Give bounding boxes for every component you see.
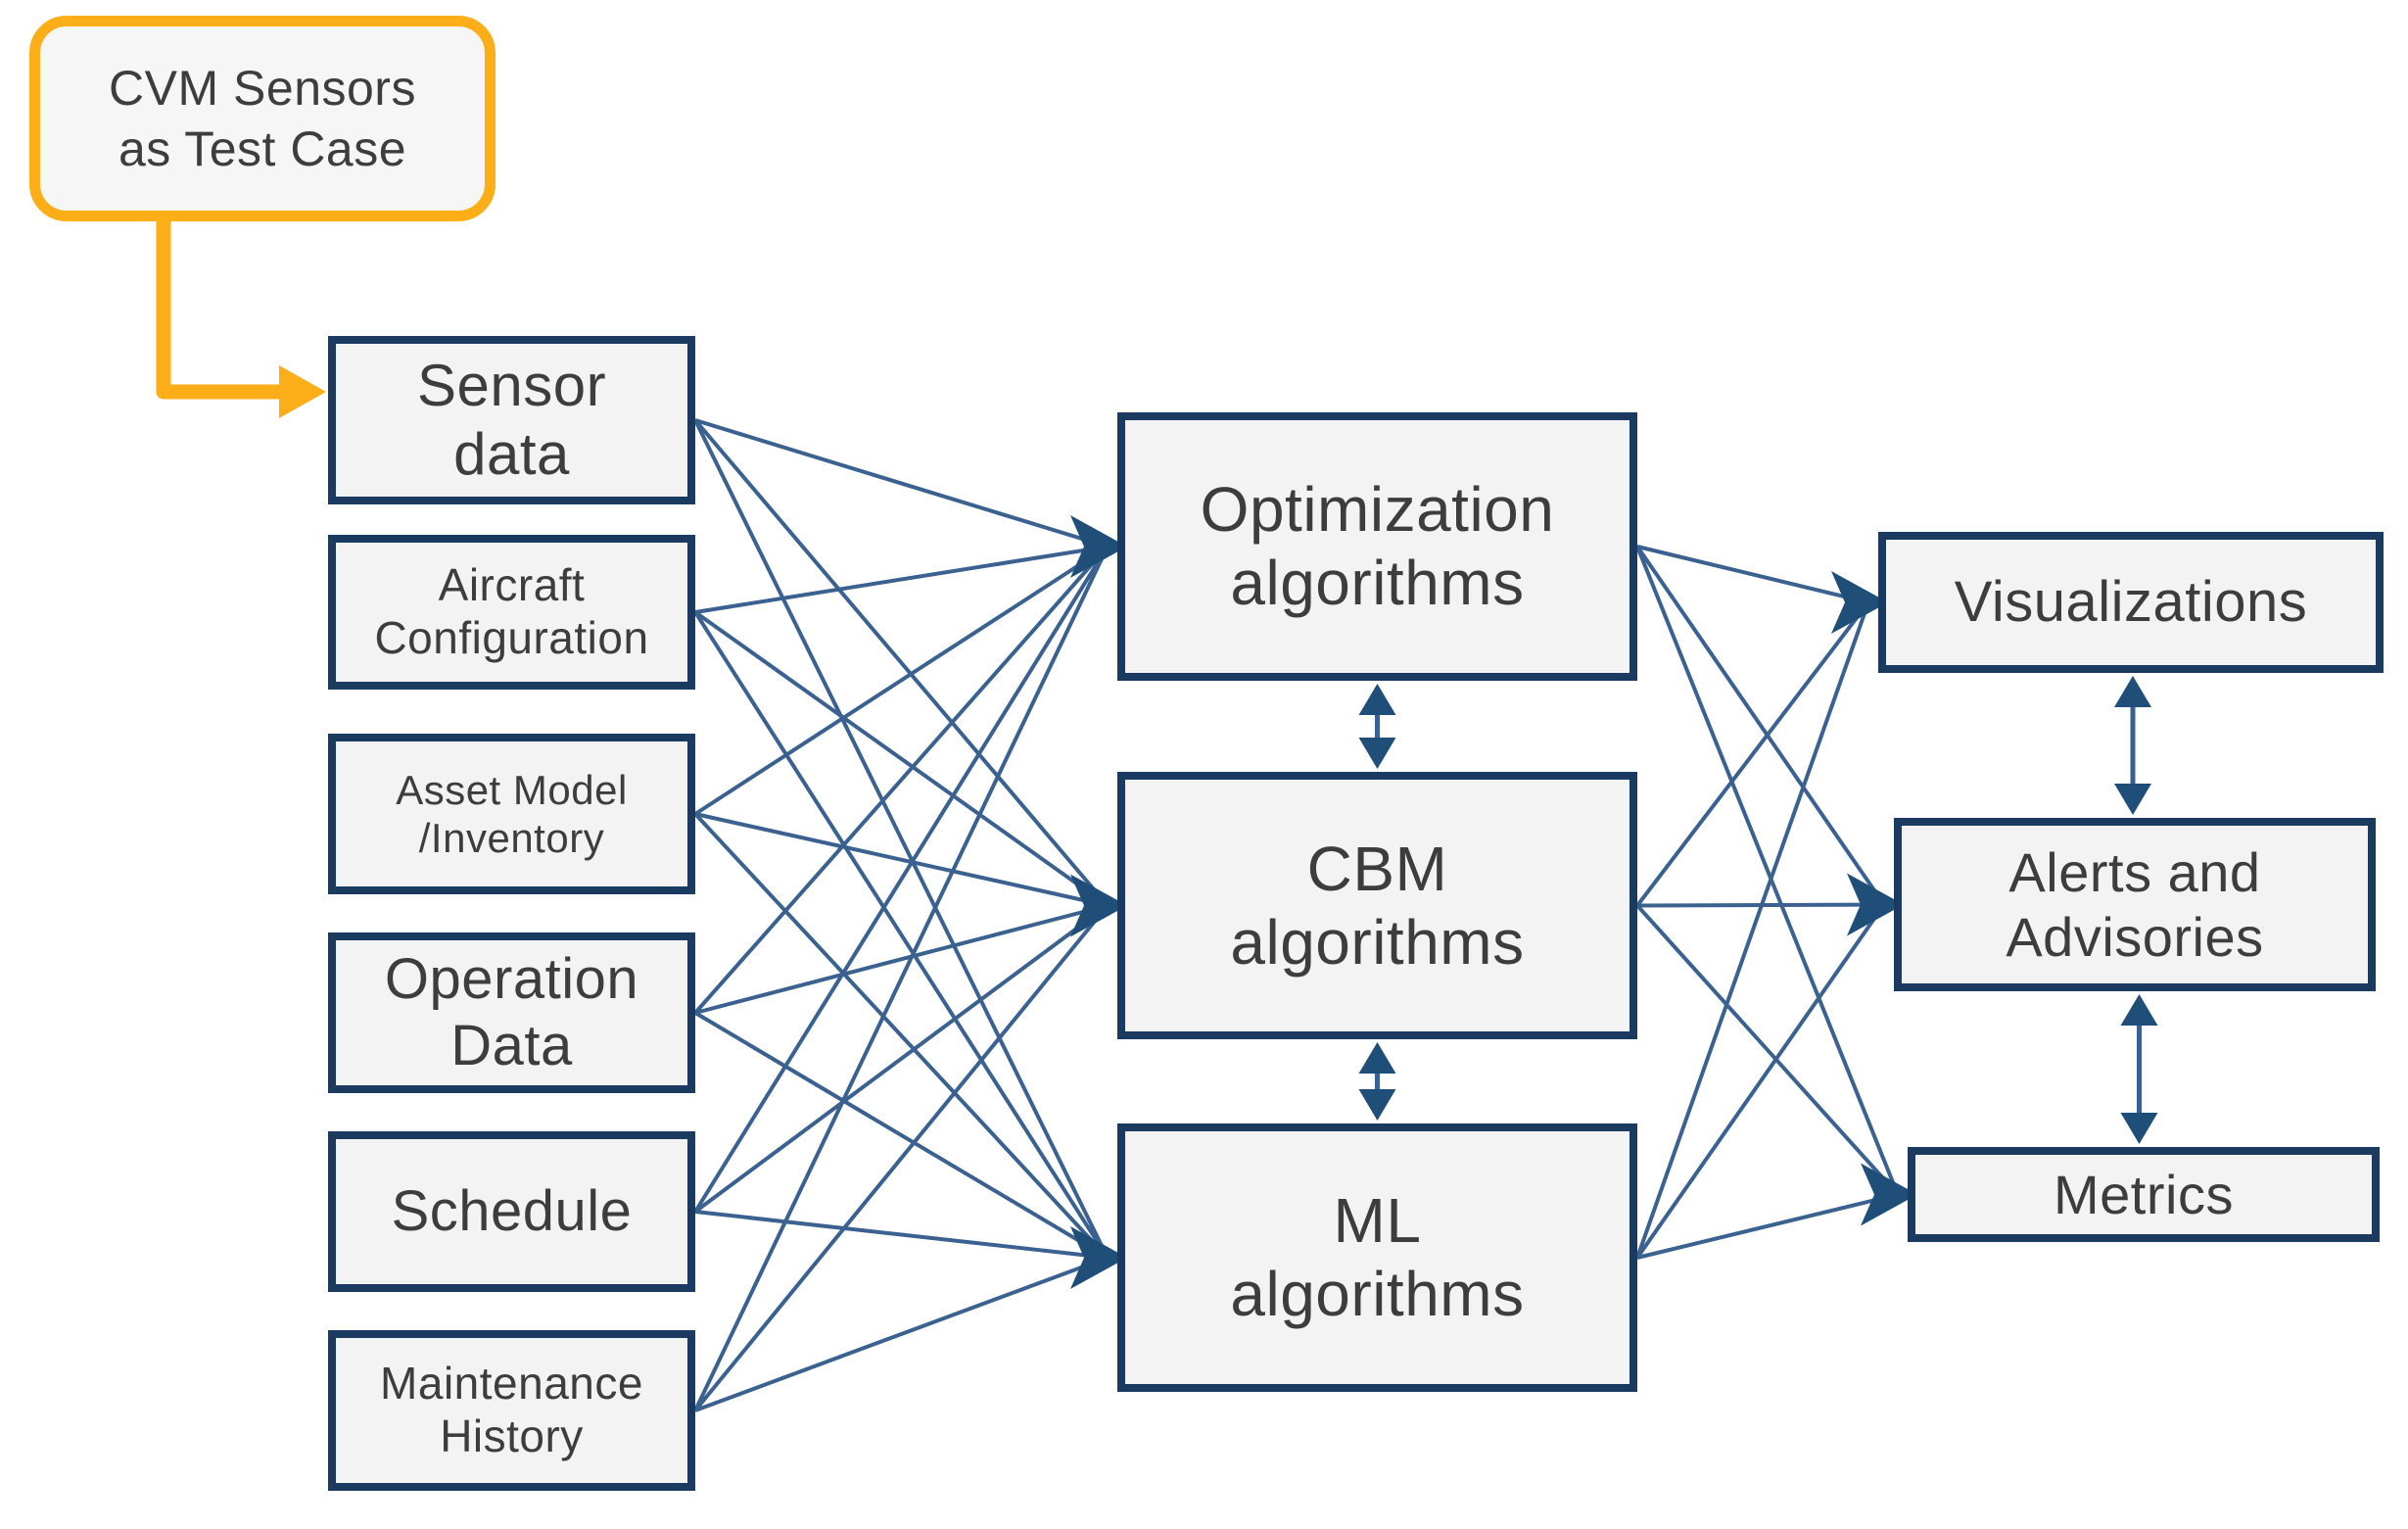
arrowhead-into-alerts-advisories [1847, 873, 1904, 936]
edge-aircraft-configuration-to-optimization-algorithms [694, 545, 1109, 614]
edge-ml-algorithms-to-visualizations [1635, 601, 1870, 1259]
node-optimization-algorithms: Optimization algorithms [1117, 412, 1637, 681]
node-operation-data: Operation Data [328, 932, 695, 1093]
callout-arrowhead [279, 365, 326, 418]
edge-sensor-data-to-cbm-algorithms [693, 418, 1110, 907]
bidirectional-arrowhead-down-metrics [2120, 1113, 2158, 1144]
edge-maintenance-history-to-cbm-algorithms [693, 904, 1110, 1412]
bidirectional-arrowhead-down-ml-algorithms [1358, 1089, 1396, 1121]
edge-aircraft-configuration-to-cbm-algorithms [693, 610, 1110, 908]
edge-cbm-algorithms-to-visualizations [1635, 600, 1870, 907]
edge-maintenance-history-to-optimization-algorithms [693, 546, 1110, 1411]
bidirectional-arrowhead-up-optimization-algorithms [1358, 684, 1396, 715]
arrowhead-into-ml-algorithms [1070, 1226, 1127, 1289]
edge-cbm-algorithms-to-metrics [1635, 904, 1900, 1196]
bidirectional-arrowhead-down-cbm-algorithms [1358, 738, 1396, 769]
node-metrics: Metrics [1908, 1147, 2380, 1242]
node-alerts-advisories: Alerts and Advisories [1894, 818, 2376, 991]
arrowhead-into-optimization-algorithms [1070, 515, 1127, 578]
edge-aircraft-configuration-to-ml-algorithms [693, 610, 1110, 1260]
edge-operation-data-to-cbm-algorithms [694, 903, 1109, 1015]
node-visualizations: Visualizations [1878, 532, 2384, 673]
node-sensor-data: Sensor data [328, 336, 695, 504]
edge-asset-model-inventory-to-cbm-algorithms [694, 812, 1109, 908]
edge-asset-model-inventory-to-ml-algorithms [693, 812, 1110, 1260]
node-cbm-algorithms: CBM algorithms [1117, 772, 1637, 1039]
edge-schedule-to-optimization-algorithms [693, 545, 1110, 1214]
edge-schedule-to-ml-algorithms [694, 1210, 1109, 1260]
edge-schedule-to-cbm-algorithms [693, 903, 1110, 1214]
edge-operation-data-to-ml-algorithms [693, 1011, 1110, 1260]
callout-connector-line [156, 214, 285, 400]
arrowhead-into-cbm-algorithms [1070, 874, 1127, 937]
node-aircraft-configuration: Aircraft Configuration [328, 535, 695, 690]
node-schedule: Schedule [328, 1131, 695, 1292]
edge-optimization-algorithms-to-alerts-advisories [1635, 545, 1886, 906]
callout-cvm-sensors-as-test-case: CVM Sensors as Test Case [29, 16, 496, 221]
edge-optimization-algorithms-to-metrics [1635, 546, 1900, 1196]
edge-asset-model-inventory-to-optimization-algorithms [693, 545, 1110, 816]
edge-maintenance-history-to-ml-algorithms [694, 1256, 1109, 1412]
bidirectional-arrowhead-up-visualizations [2114, 676, 2151, 707]
edge-sensor-data-to-optimization-algorithms [694, 418, 1109, 549]
bidirectional-arrowhead-up-alerts-advisories [2120, 994, 2158, 1026]
node-ml-algorithms: ML algorithms [1117, 1123, 1637, 1392]
bidirectional-arrowhead-up-cbm-algorithms [1358, 1042, 1396, 1074]
edge-sensor-data-to-ml-algorithms [693, 419, 1110, 1259]
edge-ml-algorithms-to-alerts-advisories [1635, 903, 1886, 1260]
node-maintenance-history: Maintenance History [328, 1330, 695, 1491]
edge-operation-data-to-optimization-algorithms [693, 545, 1110, 1015]
arrowhead-into-metrics [1861, 1163, 1917, 1226]
node-asset-model-inventory: Asset Model /Inventory [328, 734, 695, 894]
edge-optimization-algorithms-to-visualizations [1636, 545, 1869, 604]
edge-ml-algorithms-to-metrics [1636, 1192, 1899, 1260]
arrowhead-into-visualizations [1831, 571, 1888, 634]
bidirectional-arrowhead-down-alerts-advisories [2114, 784, 2151, 815]
